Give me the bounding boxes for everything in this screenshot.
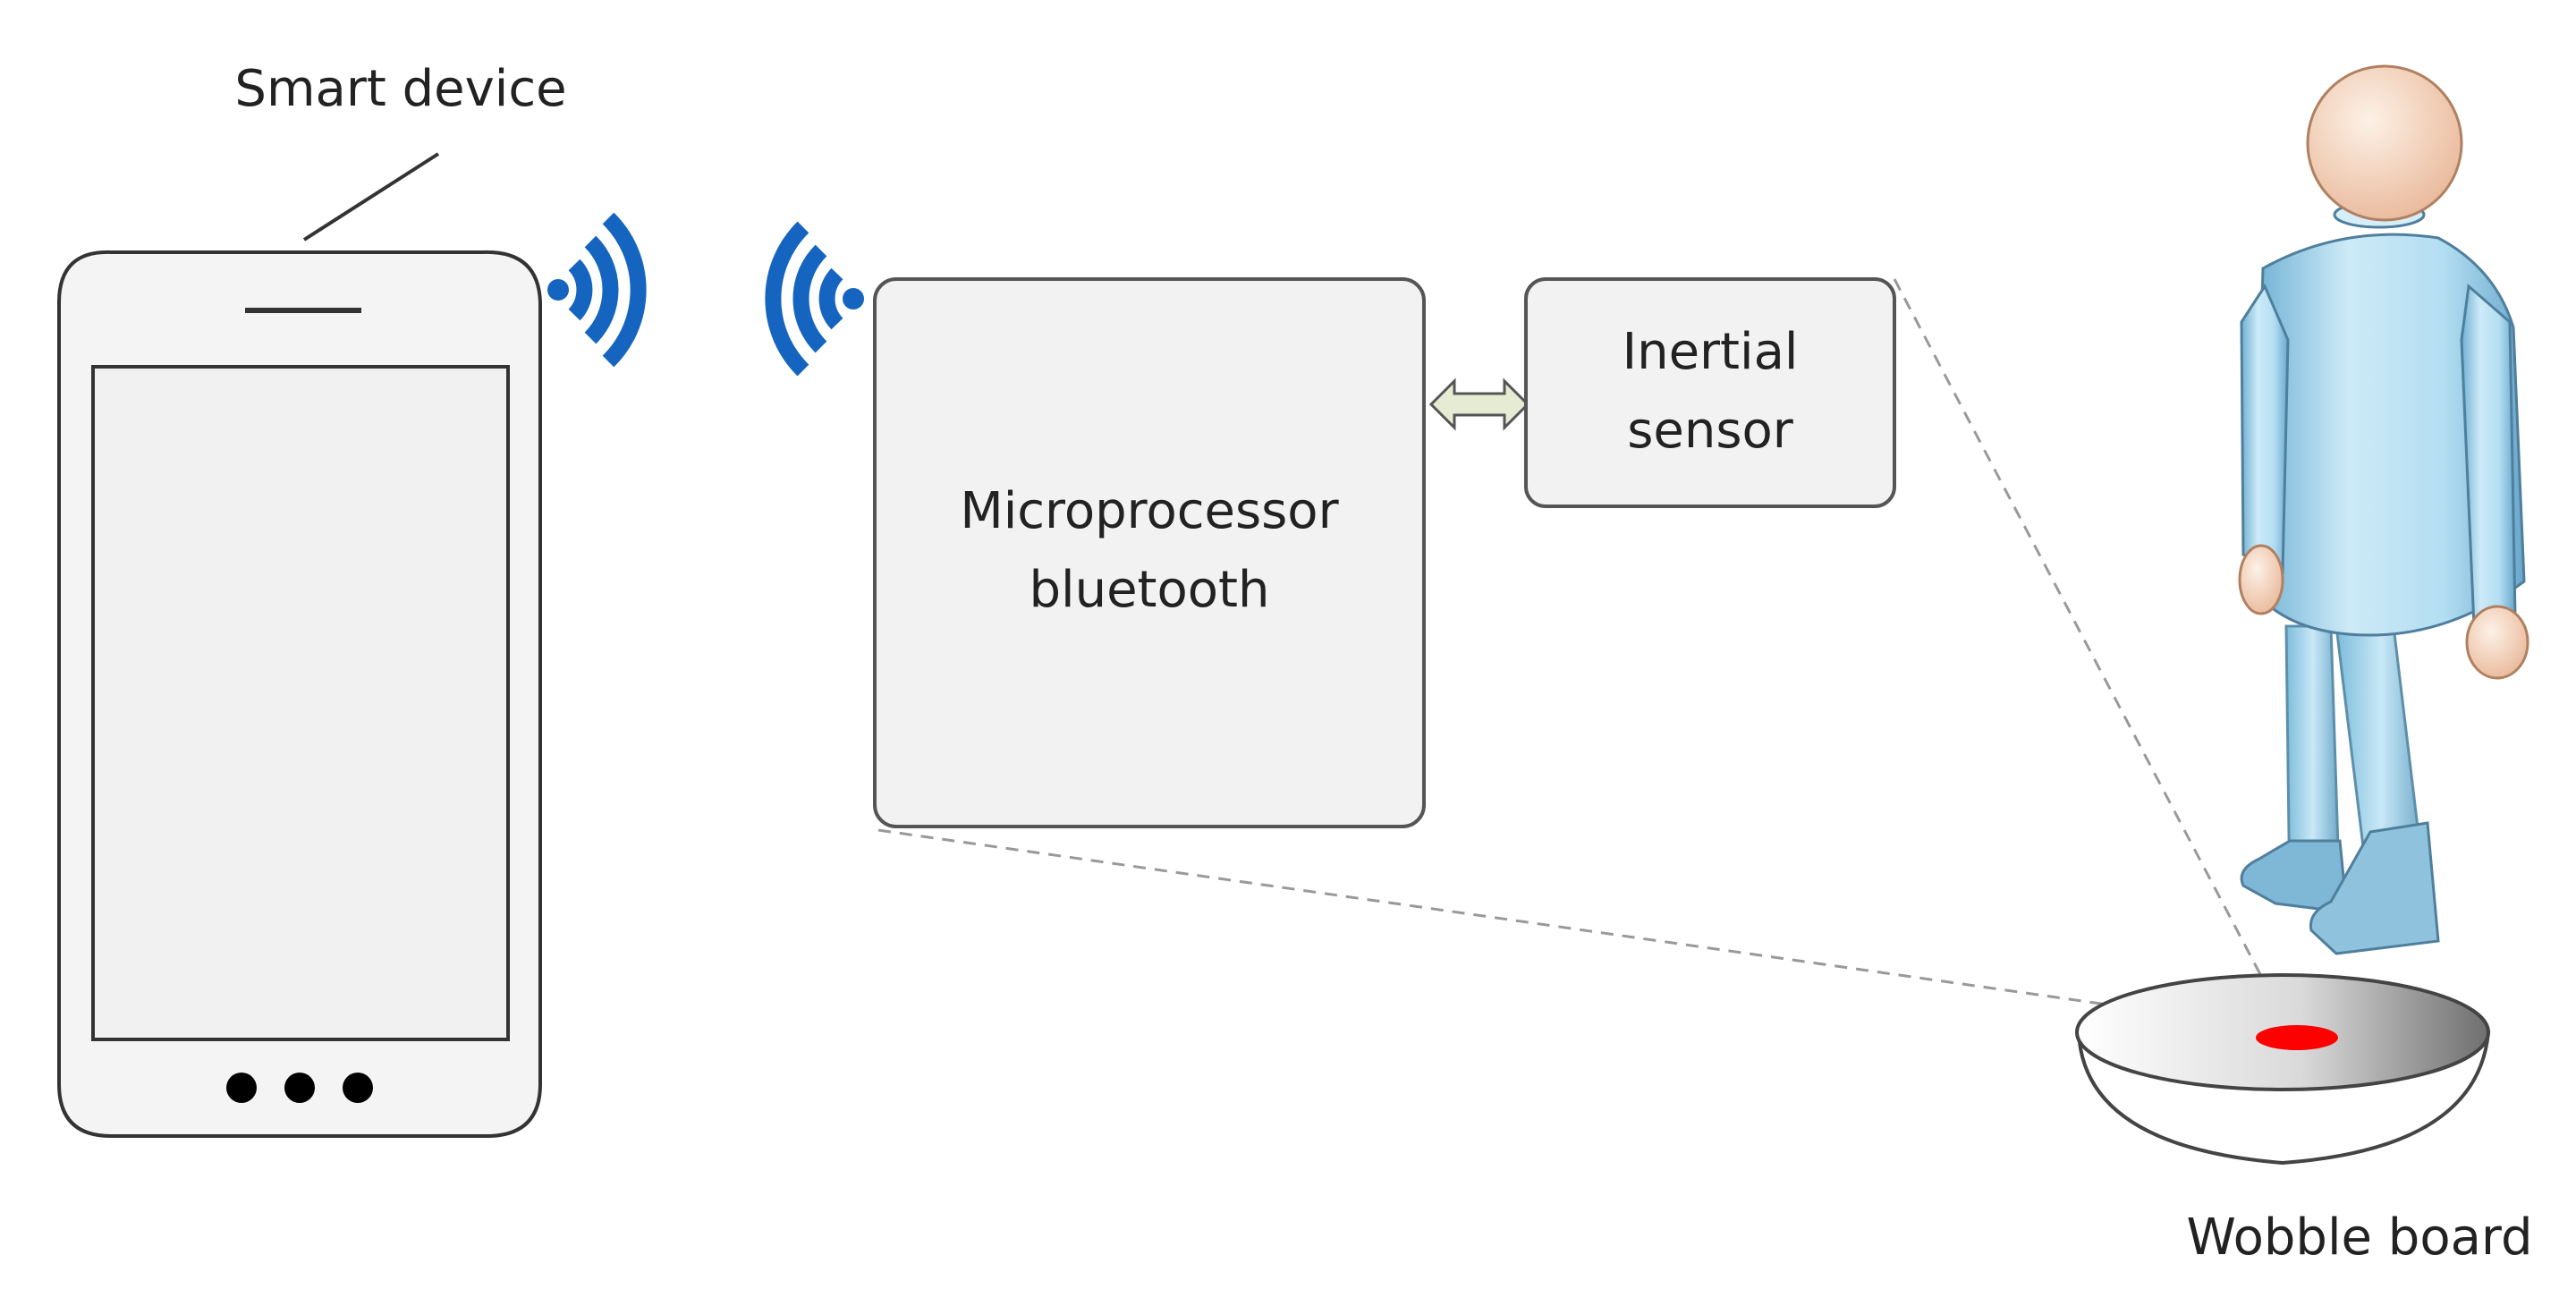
projection-line (1893, 278, 2292, 1031)
projection-line (877, 828, 2291, 1032)
double-arrow-icon (1428, 377, 1530, 431)
sensor-label: sensor (1627, 402, 1794, 460)
inertial-sensor-box (1524, 277, 1896, 508)
person-head (2306, 64, 2463, 222)
microprocessor-label: Microprocessor (960, 482, 1339, 540)
phone-screen (91, 365, 510, 1041)
smartphone-icon (57, 250, 542, 1138)
wobble-board-icon (2075, 973, 2491, 1166)
wireless-signal-icon (765, 221, 864, 377)
bluetooth-label: bluetooth (1030, 561, 1270, 619)
inertial-label: Inertial (1623, 323, 1799, 381)
microprocessor-box (873, 277, 1426, 828)
sensor-marker (2256, 1025, 2338, 1050)
wobble-board-label: Wobble board (2187, 1208, 2533, 1267)
person-icon (2238, 64, 2529, 955)
smart-device-label: Smart device (234, 60, 566, 118)
wireless-signal-icon (547, 212, 647, 368)
smart-device-pointer-line (302, 152, 440, 242)
